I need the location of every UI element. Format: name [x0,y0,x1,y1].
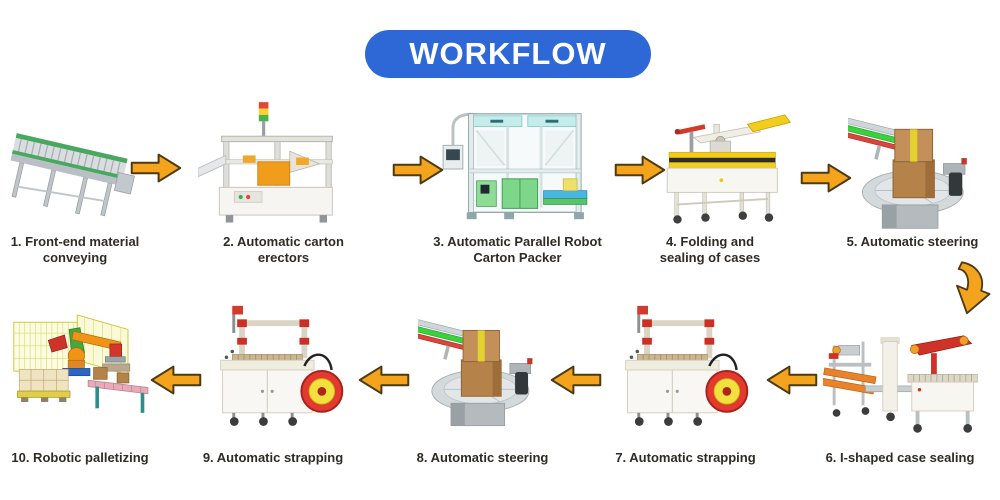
flow-arrow-left-icon [358,362,410,398]
workflow-title-text: WORKFLOW [409,36,607,71]
machine-strapping-illustration [207,294,353,442]
flow-arrow-curved-down-icon [942,256,992,322]
step-label-8: 8. Automatic steering [416,450,549,465]
step-label-6: 6. I-shaped case sealing [825,450,975,465]
machine-robot-carton-packer-illustration [434,104,596,232]
machine-carton-erector-illustration [188,100,368,230]
step-label-1: 1. Front-end material conveying [10,234,140,266]
flow-arrow-right-icon [614,152,666,188]
step-label-9: 9. Automatic strapping [202,450,344,465]
step-label-5: 5. Automatic steering [846,234,979,249]
flow-arrow-right-icon [130,150,182,186]
machine-folding-sealing-illustration [656,106,796,234]
machine-steering-table-illustration [848,110,983,235]
flow-arrow-left-icon [766,362,818,398]
workflow-title-banner: WORKFLOW [365,30,651,78]
machine-belt-conveyor-illustration [2,122,147,230]
machine-i-shaped-sealer-illustration [812,330,998,438]
step-label-7: 7. Automatic strapping [615,450,756,465]
flow-arrow-right-icon [800,160,852,196]
machine-strapping-illustration [612,294,758,442]
step-label-10: 10. Robotic palletizing [11,450,149,465]
machine-steering-table-illustration [418,312,548,432]
step-label-4: 4. Folding and sealing of cases [659,234,761,266]
flow-arrow-right-icon [392,152,444,188]
step-label-2: 2. Automatic carton erectors [223,234,344,266]
machine-robotic-palletizer-illustration [12,302,157,424]
flow-arrow-left-icon [150,362,202,398]
flow-arrow-left-icon [550,362,602,398]
step-label-3: 3. Automatic Parallel Robot Carton Packe… [433,234,602,266]
